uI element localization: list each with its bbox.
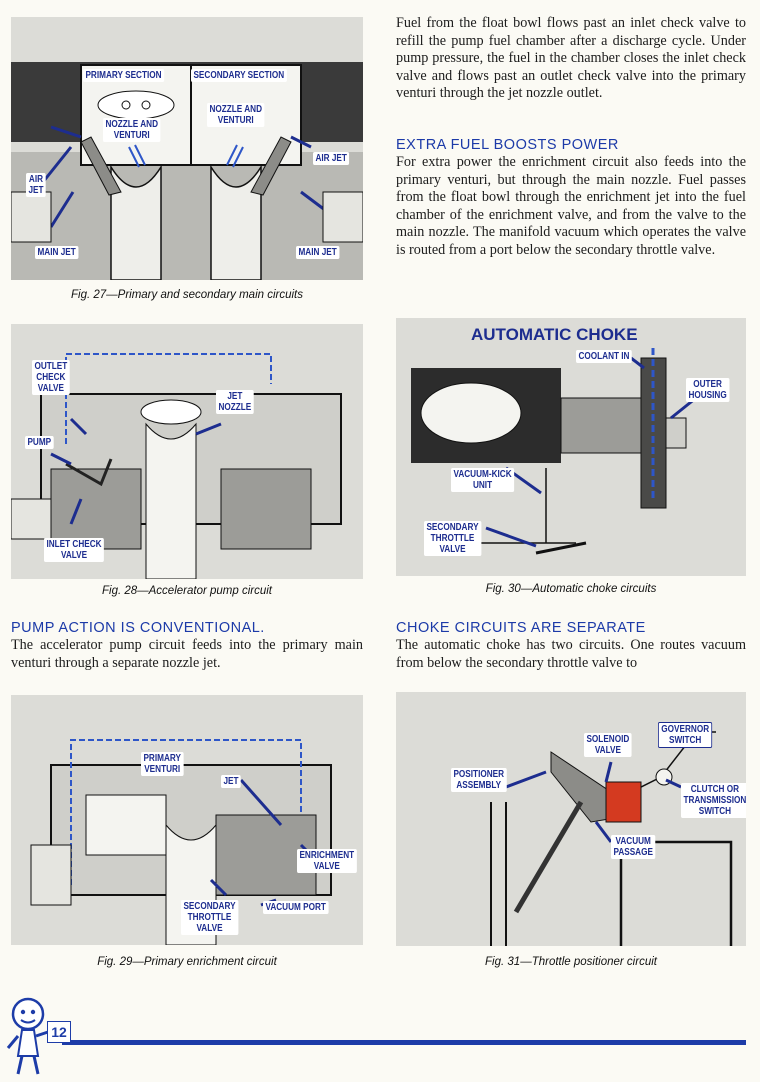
- pump-action-paragraph: The accelerator pump circuit feeds into …: [11, 637, 363, 671]
- fig27-illustration: PRIMARY SECTION SECONDARY SECTION NOZZLE…: [11, 17, 363, 280]
- fig27-label-main-jet-left: MAIN JET: [35, 246, 79, 259]
- fig30-illustration: AUTOMATIC CHOKE COOLANT IN OUTER HOUSING…: [396, 318, 746, 576]
- choke-circuits-heading: CHOKE CIRCUITS ARE SEPARATE: [396, 620, 646, 636]
- fig28-label-inlet-check-valve: INLET CHECK VALVE: [44, 538, 105, 562]
- fig30-label-vacuum-kick-unit: VACUUM-KICK UNIT: [451, 468, 515, 492]
- fig27-label-nozzle-right: NOZZLE AND VENTURI: [207, 103, 265, 127]
- fig29-label-enrichment-valve: ENRICHMENT VALVE: [297, 849, 357, 873]
- fig29-label-jet: JET: [221, 775, 241, 788]
- fig31-label-solenoid-valve: SOLENOID VALVE: [584, 733, 632, 757]
- fig29-caption: Fig. 29—Primary enrichment circuit: [97, 956, 277, 968]
- fig27-drawing: [11, 62, 363, 280]
- fig28-label-outlet-check-valve: OUTLET CHECK VALVE: [32, 360, 70, 395]
- fig30-drawing: [411, 348, 697, 555]
- fig28-illustration: OUTLET CHECK VALVE JET NOZZLE PUMP INLET…: [11, 324, 363, 579]
- fig27-label-air-jet-right: AIR JET: [313, 152, 350, 165]
- fig27-label-primary-section: PRIMARY SECTION: [83, 69, 165, 82]
- fig28-caption: Fig. 28—Accelerator pump circuit: [101, 585, 272, 597]
- fig27-label-nozzle-left: NOZZLE AND VENTURI: [103, 118, 161, 142]
- fig29-drawing: [30, 739, 332, 945]
- fig31-label-governor-switch: GOVERNOR SWITCH: [658, 722, 713, 748]
- fig30-label-outer-housing: OUTER HOUSING: [686, 378, 730, 402]
- intro-paragraph: Fuel from the float bowl flows past an i…: [396, 15, 746, 101]
- fig30-title: AUTOMATIC CHOKE: [471, 325, 638, 344]
- fig31-drawing: [490, 731, 733, 946]
- extra-fuel-heading: EXTRA FUEL BOOSTS POWER: [396, 137, 619, 153]
- fig31-caption: Fig. 31—Throttle positioner circuit: [485, 956, 657, 968]
- fig29-label-secondary-throttle-valve: SECONDARY THROTTLE VALVE: [181, 900, 239, 935]
- fig31-label-positioner-assembly: POSITIONER ASSEMBLY: [451, 768, 507, 792]
- extra-fuel-paragraph: For extra power the enrichment circuit a…: [396, 154, 746, 258]
- choke-circuits-paragraph: The automatic choke has two circuits. On…: [396, 637, 746, 671]
- fig29-label-primary-venturi: PRIMARY VENTURI: [141, 752, 184, 776]
- fig27-label-air-jet-left: AIR JET: [26, 173, 46, 197]
- footer-rule: [62, 1040, 746, 1045]
- fig30-caption: Fig. 30—Automatic choke circuits: [485, 583, 657, 595]
- pump-action-heading: PUMP ACTION IS CONVENTIONAL.: [11, 620, 265, 636]
- fig31-label-clutch-switch: CLUTCH OR TRANSMISSION SWITCH: [681, 783, 746, 818]
- fig31-illustration: GOVERNOR SWITCH SOLENOID VALVE POSITIONE…: [396, 692, 746, 946]
- fig27-label-main-jet-right: MAIN JET: [296, 246, 340, 259]
- fig28-label-pump: PUMP: [25, 436, 54, 449]
- fig27-caption: Fig. 27—Primary and secondary main circu…: [71, 289, 303, 301]
- mascot-illustration: [6, 997, 49, 1075]
- fig30-label-coolant-in: COOLANT IN: [576, 350, 632, 363]
- page-number: 12: [47, 1021, 71, 1043]
- fig29-label-vacuum-port: VACUUM PORT: [263, 901, 329, 914]
- fig27-label-secondary-section: SECONDARY SECTION: [191, 69, 287, 82]
- fig29-illustration: PRIMARY VENTURI JET ENRICHMENT VALVE SEC…: [11, 695, 363, 945]
- fig31-label-vacuum-passage: VACUUM PASSAGE: [611, 835, 656, 859]
- fig28-label-jet-nozzle: JET NOZZLE: [216, 390, 254, 414]
- fig30-label-secondary-throttle-valve: SECONDARY THROTTLE VALVE: [424, 521, 482, 556]
